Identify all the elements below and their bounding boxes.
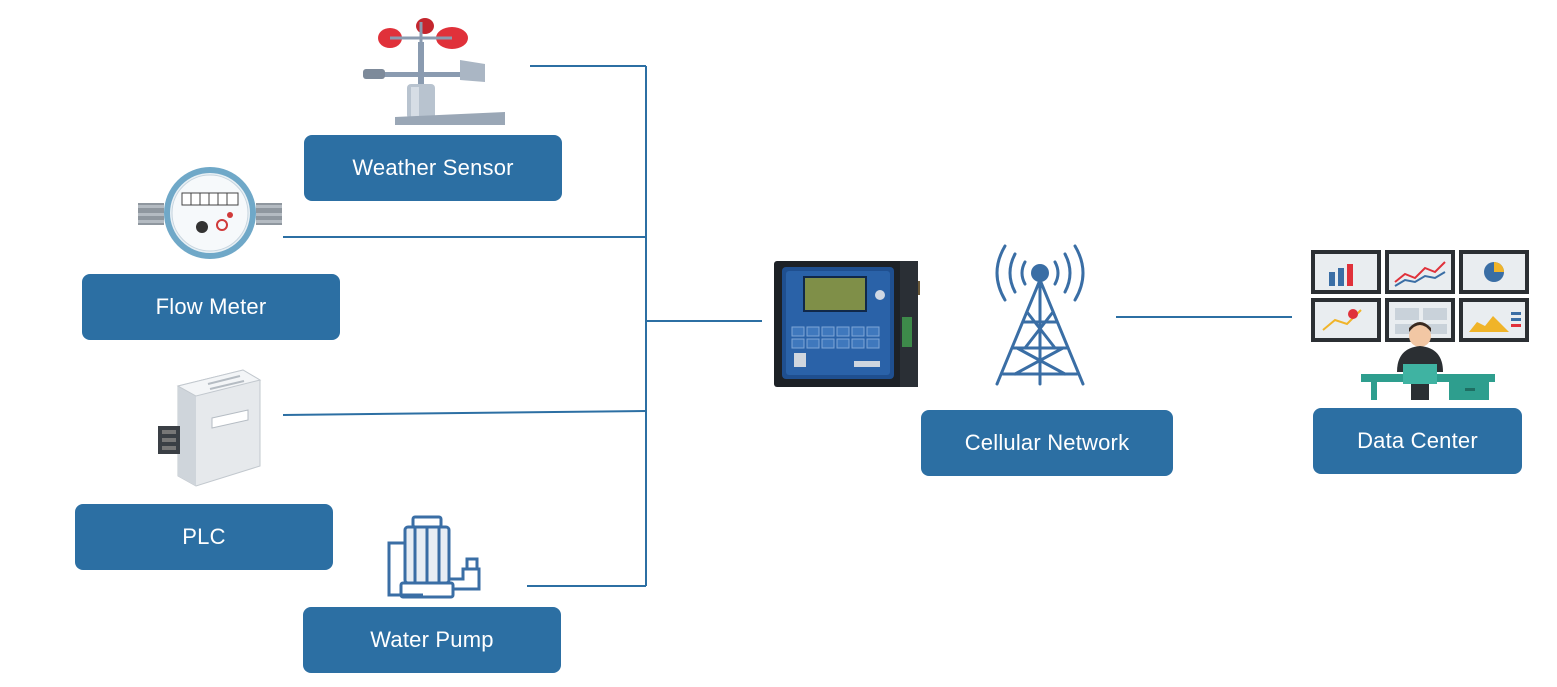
weather-sensor-label: Weather Sensor (304, 135, 562, 201)
data-center-label: Data Center (1313, 408, 1522, 474)
monitoring-station-icon (1311, 250, 1529, 400)
plc-label: PLC (75, 504, 333, 570)
water-meter-icon (138, 167, 282, 259)
flow-meter-label: Flow Meter (82, 274, 340, 340)
plc-label-text: PLC (182, 524, 226, 549)
water-pump-label-text: Water Pump (370, 627, 494, 652)
cellular-network-label-text: Cellular Network (964, 430, 1130, 455)
plc-link (282, 410, 647, 416)
cell-tower-icon (995, 244, 1085, 386)
submersible-pump-icon (387, 515, 481, 599)
data-center-label-text: Data Center (1357, 428, 1478, 453)
plc-module-icon (158, 369, 262, 487)
flow-meter-label-text: Flow Meter (155, 294, 267, 319)
anemometer-icon (363, 18, 505, 125)
water-pump-label: Water Pump (303, 607, 561, 673)
rtu-device-icon (774, 261, 920, 387)
weather-sensor-label-text: Weather Sensor (352, 155, 514, 180)
cellular-network-label: Cellular Network (921, 410, 1173, 476)
